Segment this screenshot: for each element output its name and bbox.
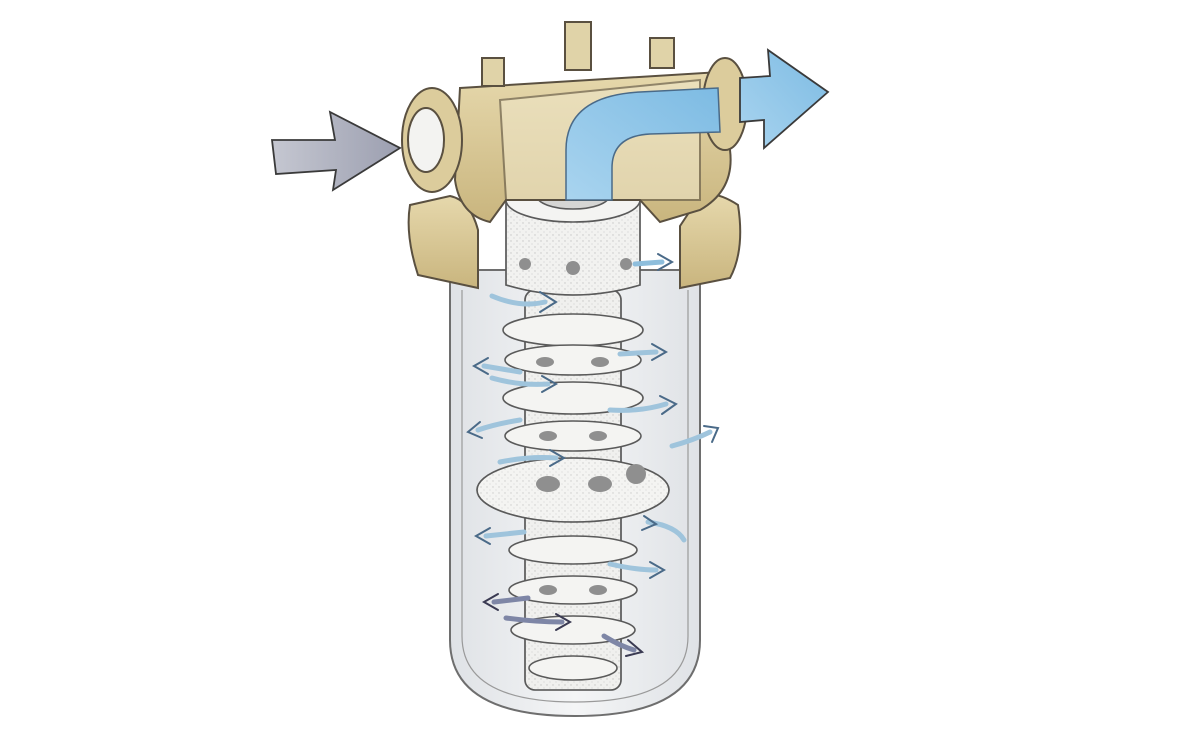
flow-arrow	[617, 343, 669, 361]
flow-arrow	[473, 527, 527, 545]
flow-arrow	[466, 417, 523, 439]
flow-arrow	[497, 449, 567, 467]
disc-holes	[536, 357, 646, 595]
outlet-tube	[565, 87, 721, 201]
flow-arrow-up-right	[632, 253, 675, 271]
flow-arrow-dark	[503, 613, 573, 631]
flow-arrow	[489, 375, 559, 393]
flow-arrow	[607, 395, 678, 415]
flow-arrow-dark	[481, 593, 531, 611]
head-bolts	[481, 21, 675, 87]
flow-arrow	[641, 515, 687, 543]
outlet-arrow	[739, 48, 830, 150]
flow-arrow	[489, 291, 558, 313]
ceramic-discs	[476, 313, 670, 681]
inlet-arrow	[270, 110, 402, 192]
flow-arrow	[669, 425, 720, 449]
flow-arrow	[471, 357, 523, 375]
flow-arrows	[466, 253, 720, 657]
flow-arrow	[607, 561, 667, 579]
flow-arrow-dark	[601, 633, 645, 657]
